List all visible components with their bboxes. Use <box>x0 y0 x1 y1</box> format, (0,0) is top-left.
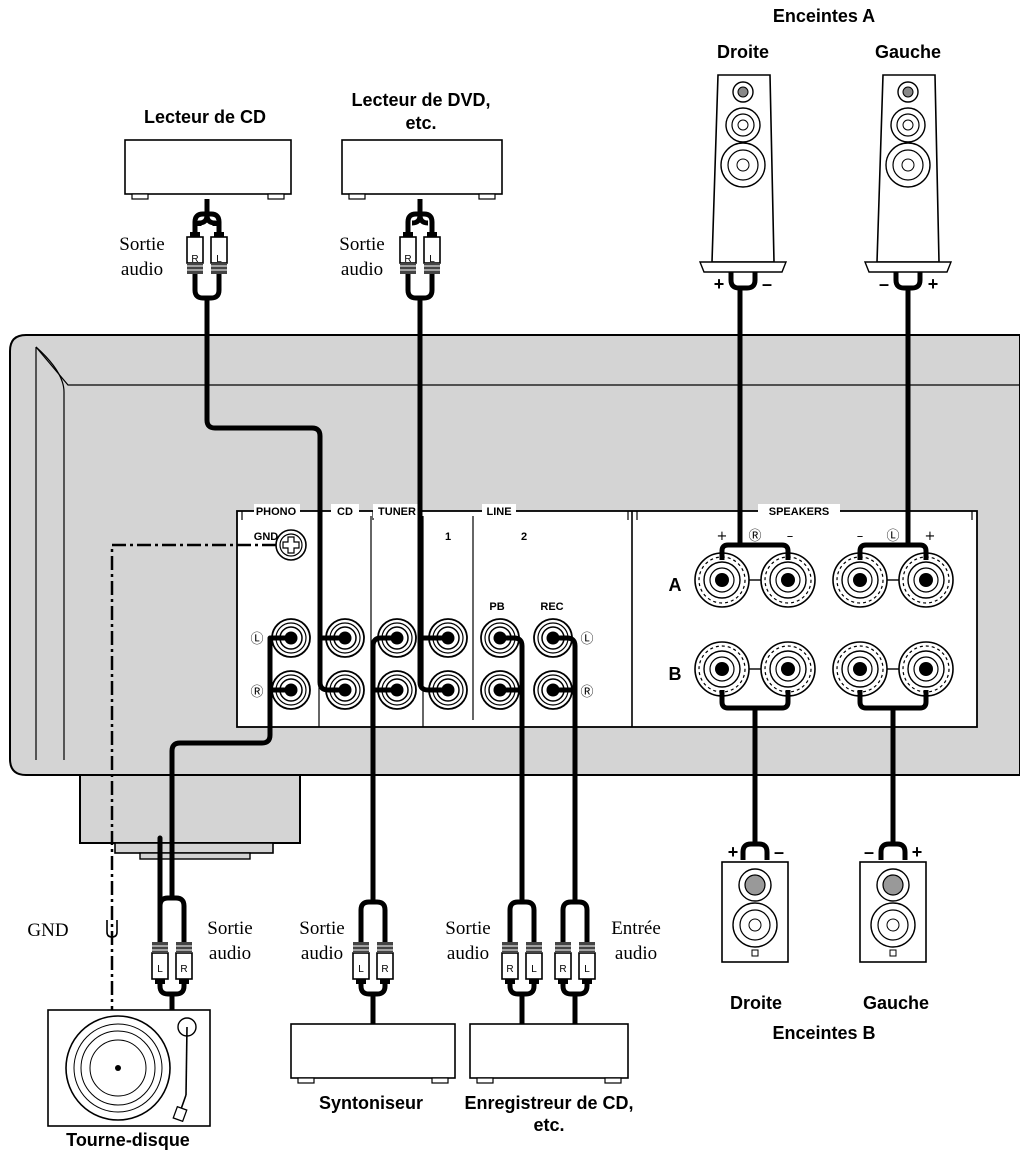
speaker-a-right-label: Droite <box>717 42 769 62</box>
recorder-audio-in-2: audio <box>615 943 657 964</box>
dvd-player-label-2: etc. <box>405 113 436 133</box>
dvd-plug-l: L <box>429 254 435 265</box>
gnd-fork-icon <box>106 920 118 942</box>
cd-recorder-label-2: etc. <box>533 1115 564 1135</box>
turntable-label: Tourne-disque <box>66 1130 190 1150</box>
amplifier-rear-panel <box>9 334 1020 860</box>
speaker-a-right-plus: + <box>714 274 725 294</box>
cd-player-plugs: R L <box>186 211 228 301</box>
turntable-audio-out-2: audio <box>209 943 251 964</box>
terminal-a-left-minus <box>832 552 888 608</box>
panel-label-line: LINE <box>486 506 511 518</box>
dvd-player <box>341 139 503 226</box>
tuner-plugs: L R <box>352 899 394 1024</box>
terminal-b-right-plus <box>694 641 750 697</box>
terminal-minus-right: – <box>787 529 794 544</box>
cd-recorder-plugs: R L R L <box>501 899 596 1024</box>
terminal-b-right-minus <box>760 641 816 697</box>
panel-label-phono: PHONO <box>256 506 297 518</box>
cd-player <box>124 139 292 226</box>
speaker-b-right <box>721 838 789 963</box>
panel-label-rec: REC <box>540 601 563 613</box>
speaker-a-left <box>863 74 953 291</box>
speaker-b-right-minus: – <box>774 842 784 862</box>
panel-label-cd: CD <box>337 506 353 518</box>
pb-plug-r: R <box>506 964 513 975</box>
dvd-player-plugs: R L <box>399 211 441 301</box>
cables <box>110 290 929 1020</box>
tuner <box>290 1023 456 1084</box>
recorder-audio-out-2: audio <box>447 943 489 964</box>
panel-mark-right-rec: Ⓡ <box>580 685 593 700</box>
terminal-plus-left: + <box>925 529 936 544</box>
cd-audio-out-2: audio <box>121 259 163 280</box>
terminal-mark-right: Ⓡ <box>748 529 761 544</box>
terminal-a-right-plus <box>694 552 750 608</box>
speaker-row-a: A <box>669 575 682 595</box>
speaker-a-left-plus: + <box>928 274 939 294</box>
panel-label-gnd: GND <box>254 531 279 543</box>
terminal-mark-left: Ⓛ <box>886 529 899 544</box>
dvd-audio-out-1: Sortie <box>339 234 384 255</box>
terminal-b-left-minus <box>832 641 888 697</box>
speaker-a-left-label: Gauche <box>875 42 941 62</box>
tuner-plug-l: L <box>358 964 364 975</box>
turntable-plugs: L R <box>151 835 193 1010</box>
panel-mark-left: Ⓛ <box>250 632 263 647</box>
panel-mark-left-rec: Ⓛ <box>580 632 593 647</box>
tuner-audio-out-2: audio <box>301 943 343 964</box>
speaker-a-right <box>698 74 788 291</box>
recorder-audio-out-1: Sortie <box>445 918 490 939</box>
terminal-a-left-plus <box>898 552 954 608</box>
speaker-terminals <box>694 552 954 697</box>
cd-recorder-label-1: Enregistreur de CD, <box>464 1093 633 1113</box>
speaker-b-left-label: Gauche <box>863 993 929 1013</box>
speaker-a-left-minus: – <box>879 274 889 294</box>
recorder-audio-in-1: Entrée <box>611 918 661 939</box>
terminal-minus-left: – <box>857 529 864 544</box>
cd-player-label: Lecteur de CD <box>144 107 266 127</box>
cd-plug-l: L <box>216 254 222 265</box>
terminal-a-right-minus <box>760 552 816 608</box>
panel-label-pb: PB <box>489 601 504 613</box>
cd-audio-out-1: Sortie <box>119 234 164 255</box>
tuner-plug-r: R <box>381 964 388 975</box>
rec-plug-r: R <box>559 964 566 975</box>
speaker-b-left-minus: – <box>864 842 874 862</box>
panel-label-speakers: SPEAKERS <box>769 506 830 518</box>
terminal-plus-right: + <box>717 529 728 544</box>
terminal-b-left-plus <box>898 641 954 697</box>
turntable-plug-l: L <box>157 964 163 975</box>
turntable <box>47 1009 211 1127</box>
turntable-gnd-label: GND <box>27 920 68 941</box>
gnd-terminal <box>275 529 307 561</box>
speaker-row-b: B <box>669 664 682 684</box>
dvd-plug-r: R <box>404 254 411 265</box>
turntable-plug-r: R <box>180 964 187 975</box>
speakers-a-label: Enceintes A <box>773 6 875 26</box>
tuner-label: Syntoniseur <box>319 1093 423 1113</box>
panel-label-line-2: 2 <box>521 531 527 543</box>
speaker-b-right-plus: + <box>728 842 739 862</box>
speaker-a-right-minus: – <box>762 274 772 294</box>
dvd-player-label-1: Lecteur de DVD, <box>351 90 490 110</box>
pb-plug-l: L <box>531 964 537 975</box>
panel-label-line-1: 1 <box>445 531 451 543</box>
rec-plug-l: L <box>584 964 590 975</box>
panel-mark-right: Ⓡ <box>250 685 263 700</box>
turntable-audio-out-1: Sortie <box>207 918 252 939</box>
cd-plug-r: R <box>191 254 198 265</box>
cd-recorder <box>469 1023 629 1084</box>
dvd-audio-out-2: audio <box>341 259 383 280</box>
speaker-b-left <box>859 838 927 963</box>
tuner-audio-out-1: Sortie <box>299 918 344 939</box>
panel-label-tuner: TUNER <box>378 506 416 518</box>
speaker-b-left-plus: + <box>912 842 923 862</box>
speakers-b-label: Enceintes B <box>772 1023 875 1043</box>
speaker-b-right-label: Droite <box>730 993 782 1013</box>
